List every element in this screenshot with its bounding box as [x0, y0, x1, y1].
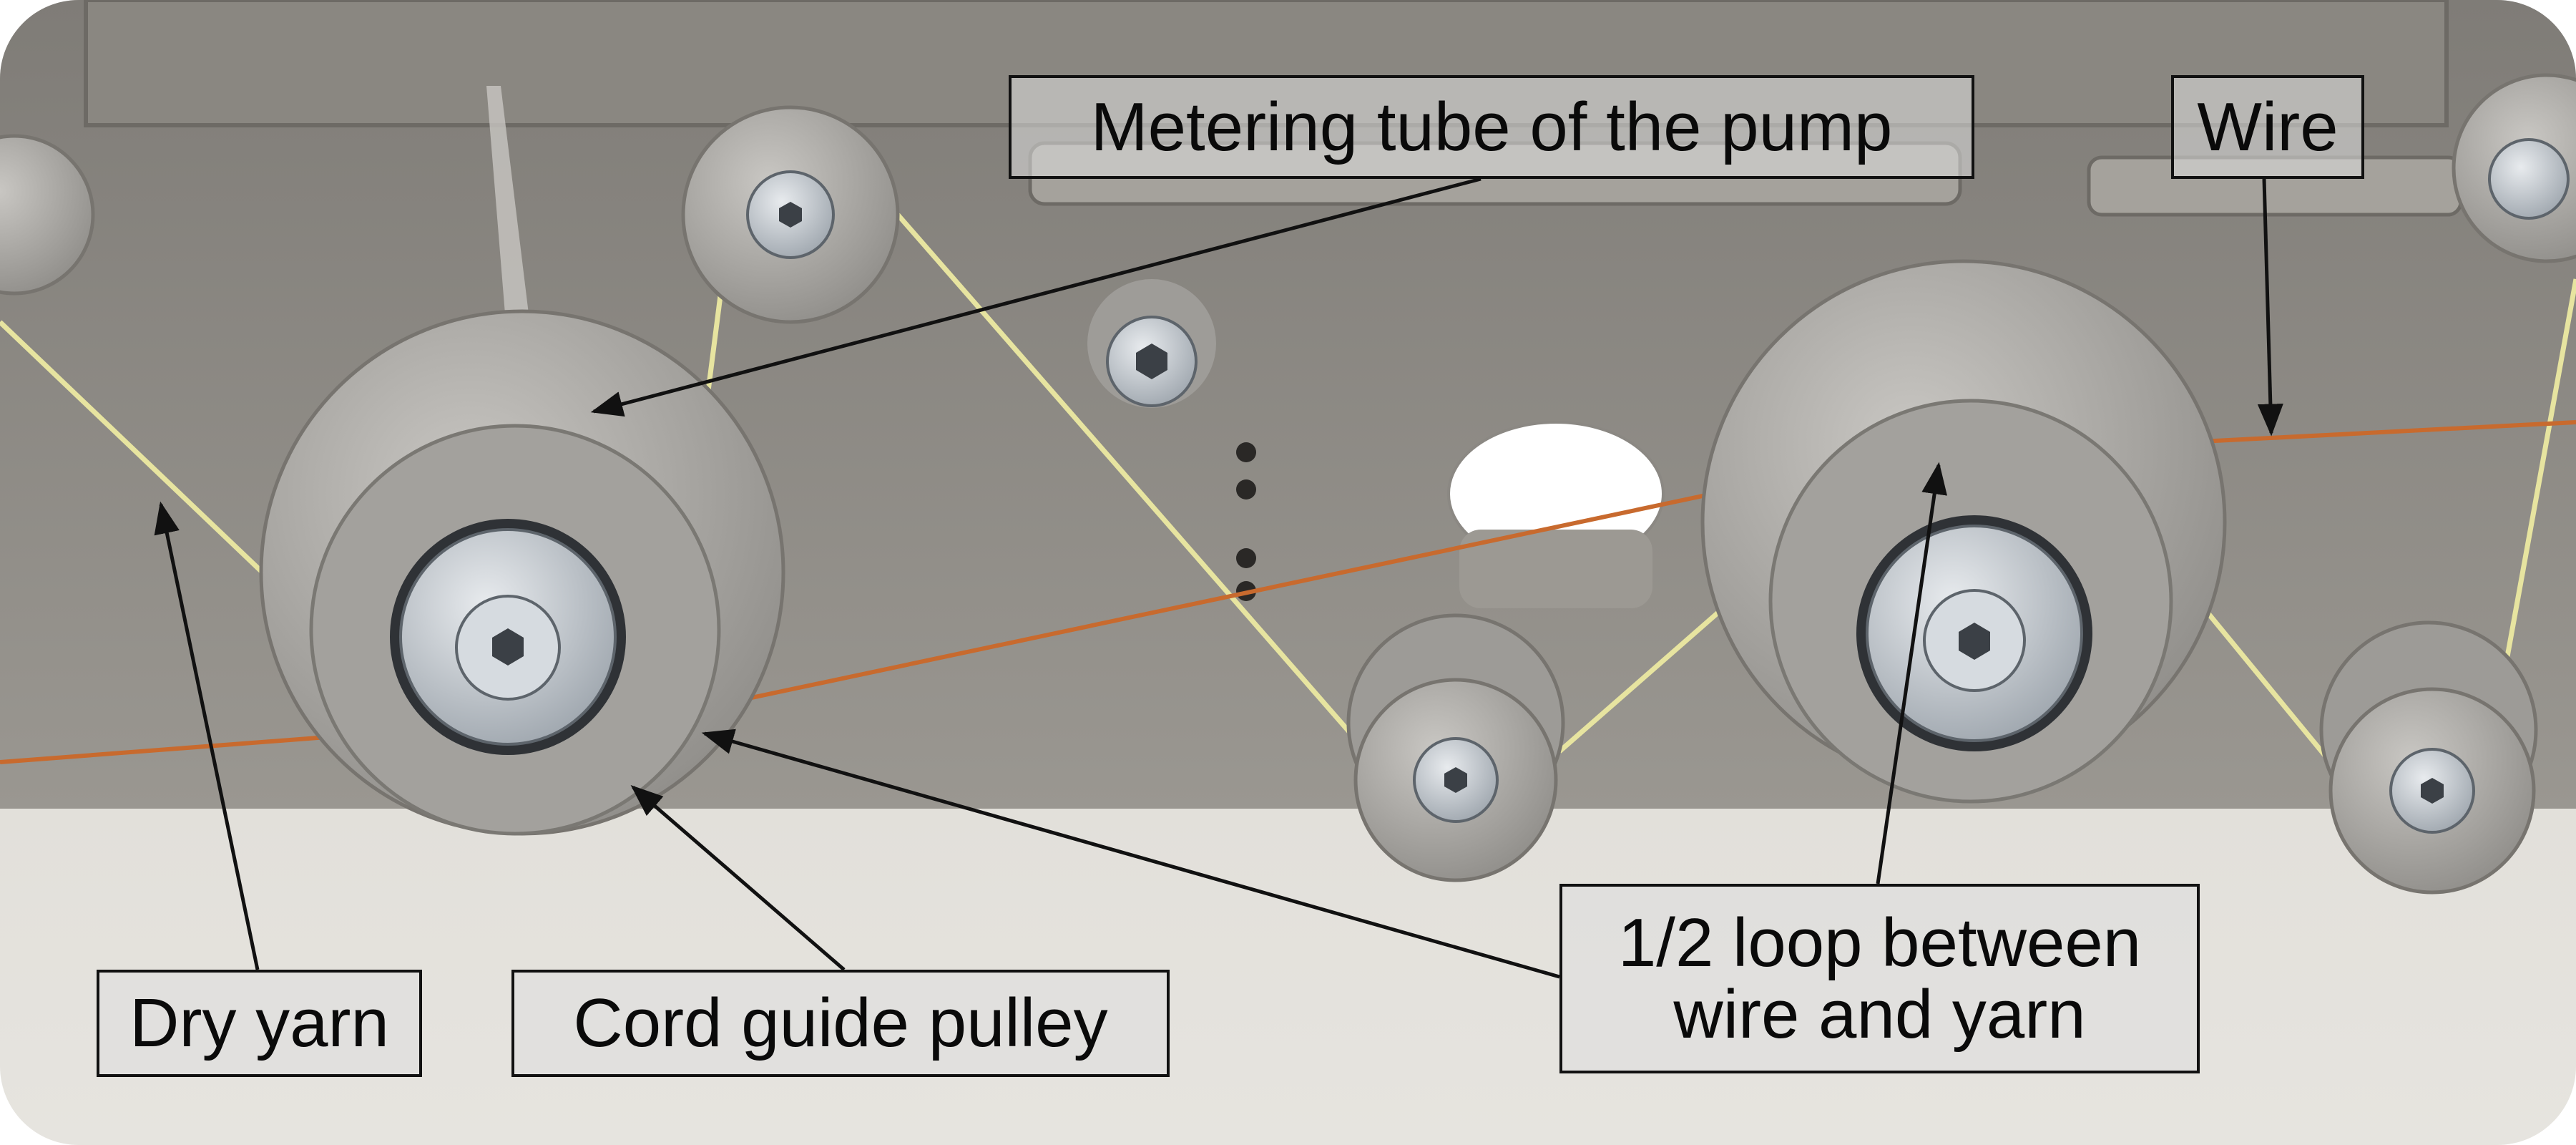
bolt-icon	[1087, 279, 1216, 408]
pulley-icon	[681, 105, 900, 324]
leader-wire	[2257, 178, 2283, 437]
label-half-loop-line2: wire and yarn	[1673, 975, 2086, 1053]
leader-half-loop-b	[1876, 462, 1947, 885]
label-wire: Wire	[2171, 75, 2364, 179]
pulley-icon	[1346, 613, 1565, 882]
pulley-icon	[259, 309, 785, 836]
pulley-icon	[1700, 259, 2227, 804]
small-hole	[1236, 479, 1256, 500]
label-cord-guide-pulley: Cord guide pulley	[511, 970, 1170, 1077]
leader-lines	[154, 177, 2283, 979]
pulley-icon	[0, 73, 2576, 296]
label-half-loop: 1/2 loop between wire and yarn	[1559, 884, 2200, 1073]
pulley-icon	[2319, 620, 2538, 895]
label-dry-yarn: Dry yarn	[97, 970, 422, 1077]
label-half-loop-line1: 1/2 loop between	[1617, 904, 2142, 981]
label-metering-tube: Metering tube of the pump	[1009, 75, 1974, 179]
hole-collar	[1459, 530, 1652, 608]
leader-metering-tube	[590, 177, 1482, 417]
leader-dry-yarn	[154, 501, 260, 970]
small-hole	[1236, 548, 1256, 568]
small-hole	[1236, 442, 1256, 462]
leader-half-loop-a	[701, 729, 1560, 979]
leader-cord-guide-pulley	[630, 785, 846, 971]
